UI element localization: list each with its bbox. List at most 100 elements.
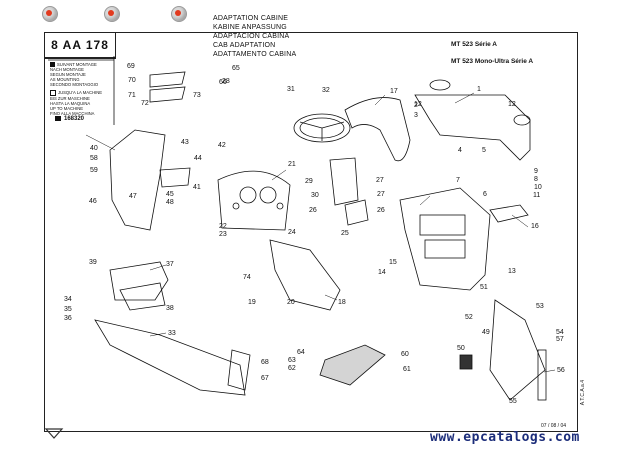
model-2: MT 523 Mono-Ultra Série A xyxy=(451,58,534,65)
part-label: 21 xyxy=(288,161,296,168)
part-label: 29 xyxy=(305,178,313,185)
part-label: 42 xyxy=(218,142,226,149)
part-label: 3 xyxy=(414,112,418,119)
part-label: 54 xyxy=(556,329,564,336)
down-arrow-icon[interactable] xyxy=(44,426,64,440)
part-label: 20 xyxy=(287,299,295,306)
part-label: 65 xyxy=(232,65,240,72)
part-label: 9 xyxy=(534,168,538,175)
part-label: 59 xyxy=(90,167,98,174)
part-label: 38 xyxy=(166,305,174,312)
part-label: 67 xyxy=(261,375,269,382)
part-label: 62 xyxy=(288,365,296,372)
title-en: CAB ADAPTATION xyxy=(213,42,276,49)
part-label: 70 xyxy=(128,77,136,84)
part-label: 8 xyxy=(534,176,538,183)
title-it: ADATTAMENTO CABINA xyxy=(213,51,297,58)
part-label: 6 xyxy=(483,191,487,198)
part-label: 73 xyxy=(193,92,201,99)
part-label: 49 xyxy=(482,329,490,336)
part-label: 12 xyxy=(508,101,516,108)
open-square-icon xyxy=(50,90,56,97)
title-de: KABINE ANPASSUNG xyxy=(213,24,287,31)
nav-bullet-icon[interactable] xyxy=(42,6,58,22)
part-label: 41 xyxy=(193,184,201,191)
part-label: 68 xyxy=(261,359,269,366)
part-label: 75 xyxy=(0,0,8,2)
title-block: ADAPTATION CABINE KABINE ANPASSUNG ADAPT… xyxy=(213,14,296,59)
part-label: 71 xyxy=(128,92,136,99)
part-label: 2 xyxy=(414,102,418,109)
part-label: 28 xyxy=(222,78,230,85)
legend-notes: SUIVANT MONTAGE NACH MONTAGE SEGUN MONTA… xyxy=(50,62,103,117)
part-label: 51 xyxy=(480,284,488,291)
part-label: 1 xyxy=(477,86,481,93)
part-label: 53 xyxy=(536,303,544,310)
part-label: 63 xyxy=(288,357,296,364)
part-label: 69 xyxy=(127,63,135,70)
part-label: 46 xyxy=(89,198,97,205)
part-label: 11 xyxy=(533,192,540,199)
part-label: 5 xyxy=(482,147,486,154)
part-label: 23 xyxy=(219,231,227,238)
part-label: 55 xyxy=(509,398,517,405)
part-label: 34 xyxy=(64,296,72,303)
part-label: 4 xyxy=(458,147,462,154)
part-label: 33 xyxy=(168,330,176,337)
filled-square-icon xyxy=(55,116,61,121)
part-label: 7 xyxy=(456,177,460,184)
part-label: 15 xyxy=(389,259,397,266)
part-label: 66 xyxy=(219,79,227,86)
part-label: 57 xyxy=(556,336,564,343)
part-label: 18 xyxy=(338,299,346,306)
part-label: 26 xyxy=(309,207,317,214)
part-label: 27 xyxy=(376,177,384,184)
part-label: 43 xyxy=(181,139,189,146)
part-label: 72 xyxy=(141,100,149,107)
part-label: 32 xyxy=(322,87,330,94)
part-label: 35 xyxy=(64,306,72,313)
part-label: 36 xyxy=(64,315,72,322)
page-code: 8 AA 178 xyxy=(44,32,116,59)
part-label: 22 xyxy=(219,223,227,230)
nav-bullet-icon[interactable] xyxy=(104,6,120,22)
side-code: A.T.C.A.a.4 xyxy=(580,380,586,406)
part-label: 26 xyxy=(377,207,385,214)
part-label: 17 xyxy=(390,88,398,95)
part-label: 14 xyxy=(378,269,386,276)
part-label: 61 xyxy=(403,366,411,373)
part-label: 30 xyxy=(311,192,319,199)
model-block: MT 523 Série A MT 523 Mono-Ultra Série A xyxy=(451,36,533,70)
part-label: 58 xyxy=(90,155,98,162)
part-label: 39 xyxy=(89,259,97,266)
part-label: 50 xyxy=(457,345,465,352)
part-label: 16 xyxy=(531,223,539,230)
part-label: 56 xyxy=(557,367,565,374)
part-label: 60 xyxy=(401,351,409,358)
part-label: 47 xyxy=(129,193,137,200)
model-1: MT 523 Série A xyxy=(451,41,498,48)
part-label: 13 xyxy=(508,268,516,275)
part-label: 40 xyxy=(90,145,98,152)
part-label: 74 xyxy=(243,274,251,281)
part-label: 19 xyxy=(248,299,256,306)
part-label: 10 xyxy=(534,184,542,191)
title-fr: ADAPTATION CABINE xyxy=(213,15,289,22)
serial-number: 168320 xyxy=(55,116,84,122)
revision-date: 07 / 08 / 04 xyxy=(541,423,567,429)
part-label: 76 xyxy=(0,0,8,2)
part-label: 52 xyxy=(465,314,473,321)
part-label: 27 xyxy=(377,191,385,198)
part-label: 45 xyxy=(166,191,174,198)
part-label: 48 xyxy=(166,199,174,206)
filled-square-icon xyxy=(50,62,55,68)
part-label: 12 xyxy=(414,101,422,108)
part-label: 24 xyxy=(288,229,296,236)
part-label: 37 xyxy=(166,261,174,268)
part-label: 44 xyxy=(194,155,202,162)
site-watermark: www.epcatalogs.com xyxy=(430,430,580,445)
nav-bullet-icon[interactable] xyxy=(171,6,187,22)
title-es: ADAPTACION CABINA xyxy=(213,33,290,40)
drawing-frame xyxy=(44,32,578,432)
